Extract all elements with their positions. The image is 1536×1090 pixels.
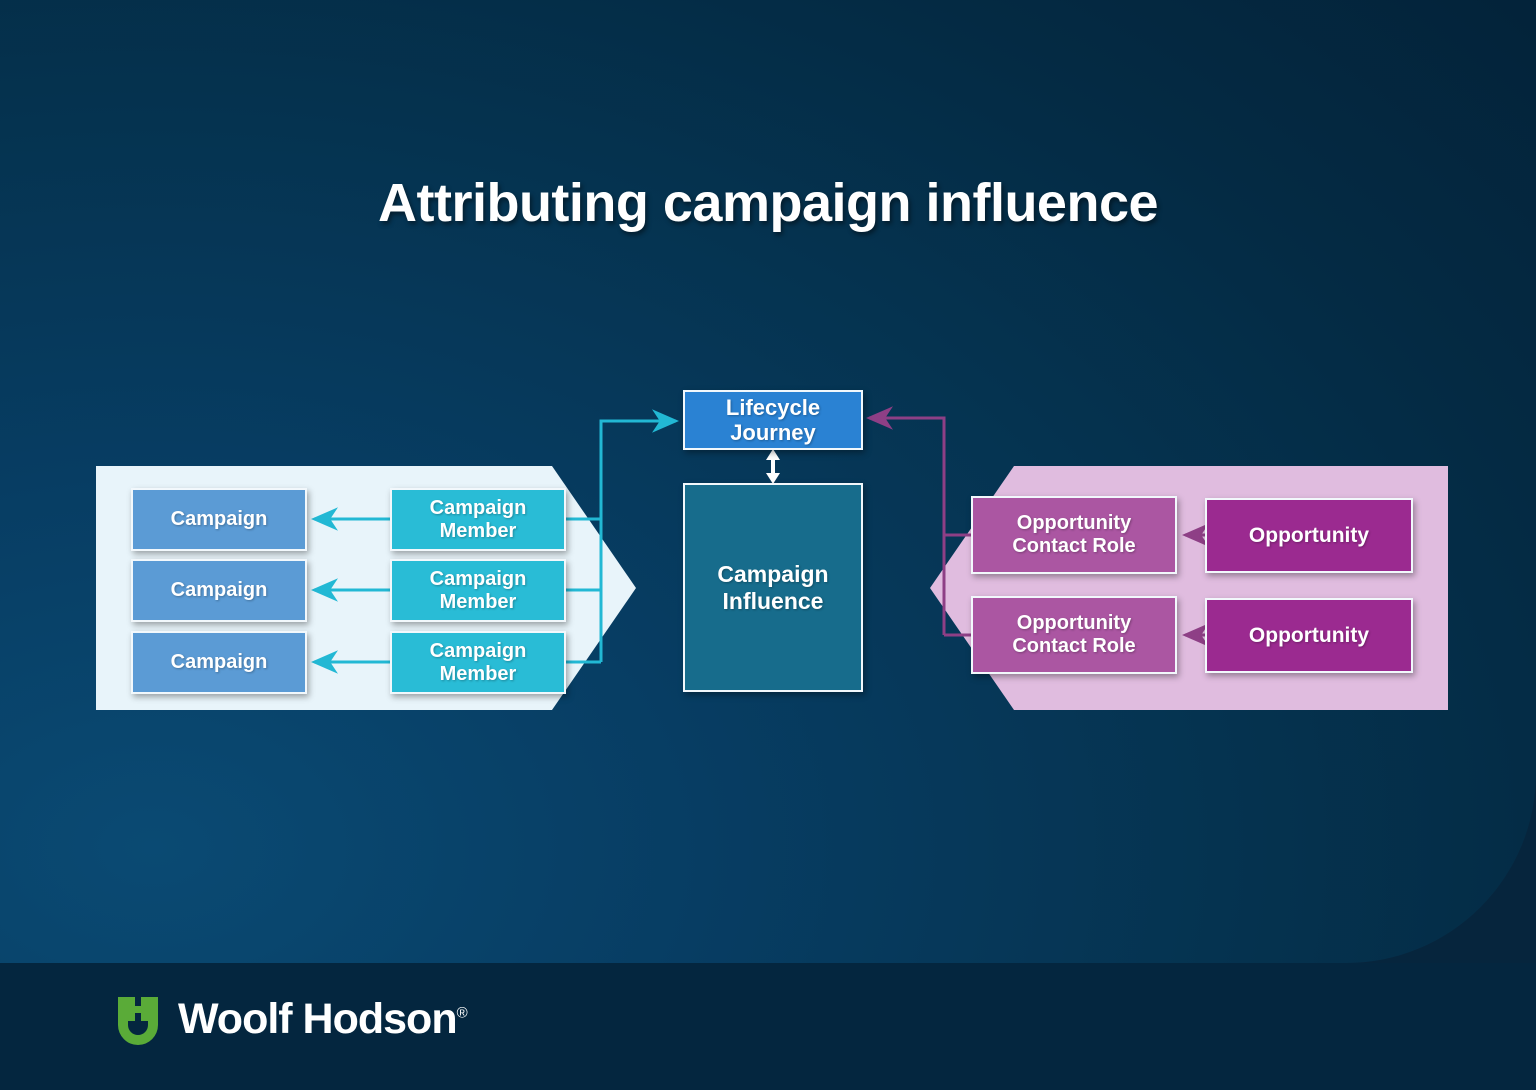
campaign-member-label-line2: Member [439, 590, 517, 613]
slide-footer-bar [0, 963, 1536, 1090]
campaign-box-3[interactable]: Campaign [131, 631, 307, 694]
opportunity-box-2[interactable]: Opportunity [1205, 598, 1413, 673]
opportunity-label: Opportunity [1248, 523, 1370, 547]
woolf-hodson-monogram-icon [118, 997, 158, 1045]
campaign-member-label-line2: Member [439, 519, 517, 542]
campaign-box-2[interactable]: Campaign [131, 559, 307, 622]
lifecycle-journey-label-line2: Journey [730, 420, 816, 445]
lifecycle-journey-box[interactable]: Lifecycle Journey [683, 390, 863, 450]
campaign-box-1[interactable]: Campaign [131, 488, 307, 551]
opportunity-contact-role-label-line1: Opportunity [1016, 612, 1132, 635]
registered-trademark-icon: ® [456, 1004, 468, 1022]
campaign-label: Campaign [170, 651, 268, 674]
campaign-member-box-3[interactable]: Campaign Member [390, 631, 566, 694]
campaign-member-box-1[interactable]: Campaign Member [390, 488, 566, 551]
opportunity-contact-role-box-1[interactable]: Opportunity Contact Role [971, 496, 1177, 574]
campaign-influence-box[interactable]: Campaign Influence [683, 483, 863, 692]
opportunity-contact-role-box-2[interactable]: Opportunity Contact Role [971, 596, 1177, 674]
campaign-label: Campaign [170, 579, 268, 602]
brand-name: Woolf Hodson® [178, 994, 468, 1044]
campaign-member-label-line1: Campaign [429, 639, 527, 662]
page-title: Attributing campaign influence [377, 173, 1159, 233]
opportunity-label: Opportunity [1248, 623, 1370, 647]
opportunity-contact-role-label-line1: Opportunity [1016, 512, 1132, 535]
campaign-member-label-line1: Campaign [429, 496, 527, 519]
campaign-label: Campaign [170, 508, 268, 531]
opportunity-box-1[interactable]: Opportunity [1205, 498, 1413, 573]
campaign-influence-label-line1: Campaign [717, 561, 829, 588]
campaign-member-label-line2: Member [439, 662, 517, 685]
campaign-member-label-line1: Campaign [429, 567, 527, 590]
campaign-influence-label-line2: Influence [722, 587, 824, 614]
opportunity-contact-role-label-line2: Contact Role [1012, 535, 1136, 557]
opportunity-contact-role-label-line2: Contact Role [1012, 635, 1136, 657]
brand-name-text: Woolf Hodson [178, 994, 458, 1043]
campaign-member-box-2[interactable]: Campaign Member [390, 559, 566, 622]
brand-logo: Woolf Hodson® [112, 993, 468, 1045]
lifecycle-journey-label-line1: Lifecycle [725, 394, 821, 420]
